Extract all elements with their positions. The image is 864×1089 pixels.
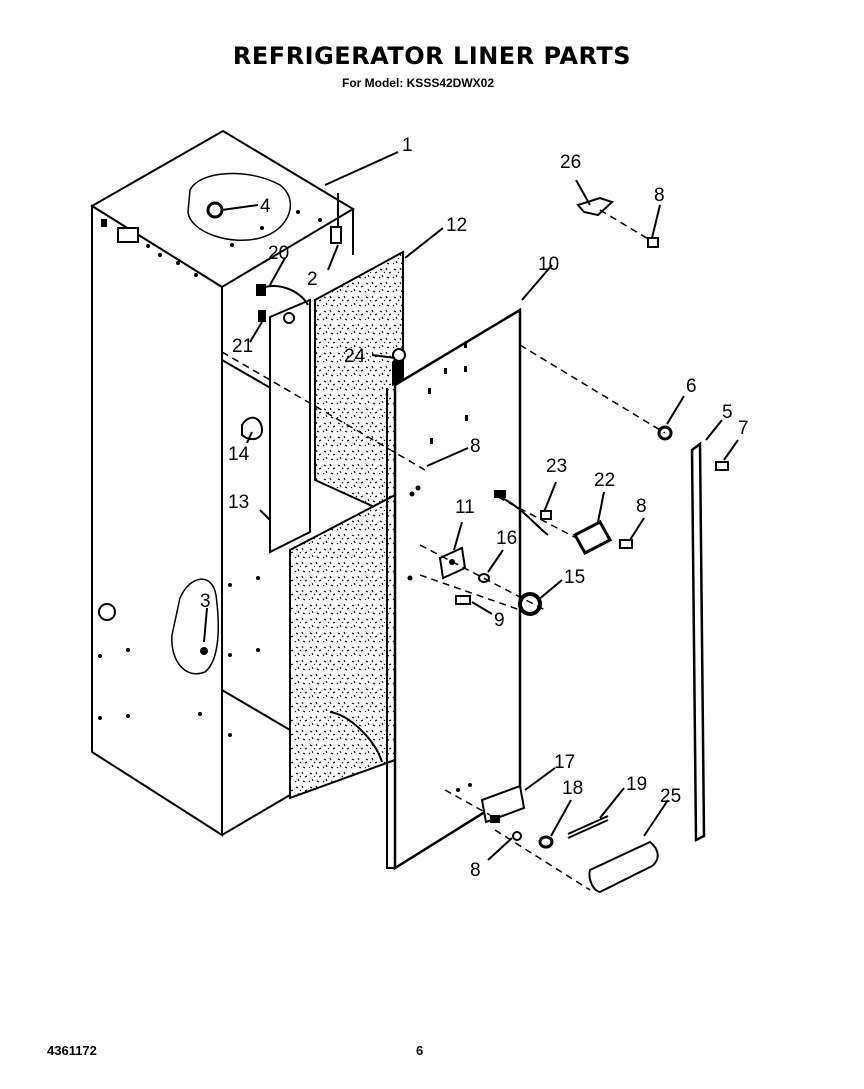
callout-4: 4 xyxy=(260,196,271,217)
callout-5: 5 xyxy=(722,402,733,423)
cap-15-icon xyxy=(518,592,542,616)
cover-25-icon xyxy=(588,840,659,894)
model-subtitle: For Model: KSSS42DWX02 xyxy=(341,76,495,90)
callout-22: 22 xyxy=(594,470,615,491)
liner-panel xyxy=(386,307,522,871)
pin-icon xyxy=(330,226,342,244)
grommet-icon xyxy=(206,201,224,219)
callout-9: 9 xyxy=(494,610,505,631)
callout-16: 16 xyxy=(496,528,517,549)
clip-24-icon xyxy=(392,348,406,362)
bracket-14-icon xyxy=(241,416,264,441)
callout-14: 14 xyxy=(228,444,250,465)
callout-23: 23 xyxy=(546,456,567,477)
callout-6: 6 xyxy=(686,376,697,397)
screw-9-icon xyxy=(455,595,471,605)
screw-7-icon xyxy=(715,461,729,471)
callout-8-bottom: 8 xyxy=(470,860,481,881)
callout-15: 15 xyxy=(564,567,585,588)
cabinet-rivets xyxy=(98,210,322,737)
switch-22-icon xyxy=(572,519,613,556)
callout-17: 17 xyxy=(554,752,575,773)
nut-18-icon xyxy=(538,835,554,849)
clip-icon xyxy=(258,310,266,322)
rod-19-icon xyxy=(567,815,609,839)
drain-tube xyxy=(329,711,383,763)
callout-10: 10 xyxy=(538,254,559,275)
callout-11: 11 xyxy=(455,497,475,518)
callout-13: 13 xyxy=(228,492,249,513)
callout-1: 1 xyxy=(402,135,413,156)
cabinet-shell xyxy=(90,129,355,837)
cabinet-hole xyxy=(98,603,116,621)
insulation-lower xyxy=(289,493,396,800)
cabinet-right-edge xyxy=(221,209,354,836)
callout-12: 12 xyxy=(446,215,467,236)
hinge-17-icon xyxy=(480,784,526,824)
trim-strip xyxy=(690,441,706,843)
leader-lines xyxy=(203,151,739,861)
cabinet-badge-small xyxy=(101,219,107,227)
insulation-upper xyxy=(314,250,404,522)
screw-8-top-icon xyxy=(647,237,659,248)
callout-7: 7 xyxy=(738,418,749,439)
callout-21: 21 xyxy=(232,336,253,357)
page-title: REFRIGERATOR LINER PARTS xyxy=(232,42,632,70)
bracket-26-icon xyxy=(576,196,614,217)
wire-connector-icon xyxy=(256,284,266,296)
plate-screw-icon xyxy=(283,312,295,324)
callout-26: 26 xyxy=(560,152,581,173)
cabinet-front-face xyxy=(91,204,223,837)
wire-23-icon xyxy=(495,494,549,536)
callout-18: 18 xyxy=(562,778,583,799)
callout-8-switch: 8 xyxy=(636,496,647,517)
cabinet-badge xyxy=(117,227,139,243)
callout-24: 24 xyxy=(344,346,366,367)
callout-2: 2 xyxy=(307,269,318,290)
part-number: 4361172 xyxy=(47,1043,97,1058)
hinge-plate xyxy=(269,298,311,554)
callout-20: 20 xyxy=(268,243,289,264)
callout-8-liner: 8 xyxy=(470,436,481,457)
callout-19: 19 xyxy=(626,774,647,795)
callout-3: 3 xyxy=(200,591,211,612)
callout-8-top: 8 xyxy=(654,185,665,206)
screw-icon xyxy=(200,647,208,655)
callout-25: 25 xyxy=(660,786,681,807)
page-number: 6 xyxy=(416,1043,424,1058)
